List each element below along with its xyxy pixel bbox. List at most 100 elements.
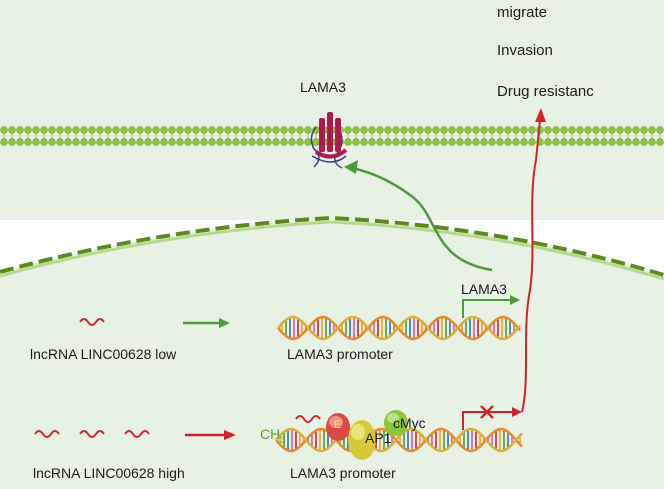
lipid-head	[256, 138, 264, 146]
lipid-head	[304, 138, 312, 146]
membrane-protein-label: LAMA3	[300, 79, 346, 95]
lipid-head	[592, 126, 600, 134]
lipid-head	[648, 138, 656, 146]
lipid-head	[224, 126, 232, 134]
lipid-head	[640, 126, 648, 134]
lipid-head	[584, 138, 592, 146]
lipid-head	[464, 126, 472, 134]
lipid-head	[576, 126, 584, 134]
lipid-head	[192, 126, 200, 134]
lipid-head	[400, 126, 408, 134]
outcome-migrate: migrate	[497, 4, 548, 21]
transcription-start-arrow	[462, 299, 512, 318]
factor-e-label: E	[334, 419, 342, 431]
lipid-head	[312, 138, 320, 146]
lipid-head	[408, 126, 416, 134]
lipid-head	[56, 126, 64, 134]
lipid-head	[128, 126, 136, 134]
dna-strand	[275, 427, 523, 453]
lipid-head	[272, 126, 280, 134]
lipid-head	[360, 126, 368, 134]
lipid-head	[136, 138, 144, 146]
lipid-head	[416, 138, 424, 146]
transcript-label: LAMA3	[461, 281, 507, 297]
lipid-head	[488, 126, 496, 134]
factor-ap1-highlight	[351, 424, 365, 440]
methyl-label: CH3	[260, 426, 285, 445]
lipid-head	[544, 138, 552, 146]
lipid-head	[152, 138, 160, 146]
lipid-head	[496, 138, 504, 146]
lipid-head	[440, 138, 448, 146]
lipid-head	[200, 138, 208, 146]
lipid-head	[632, 138, 640, 146]
lipid-head	[8, 126, 16, 134]
lipid-head	[208, 126, 216, 134]
lipid-head	[80, 138, 88, 146]
lipid-head	[200, 126, 208, 134]
lipid-head	[376, 126, 384, 134]
lipid-head	[288, 126, 296, 134]
lipid-head	[552, 126, 560, 134]
lipid-head	[304, 126, 312, 134]
lipid-head	[168, 138, 176, 146]
lipid-head	[560, 126, 568, 134]
lipid-head	[112, 138, 120, 146]
lipid-head	[440, 126, 448, 134]
lipid-head	[240, 126, 248, 134]
dna-strand	[277, 315, 521, 341]
lipid-head	[456, 126, 464, 134]
green-transport-arrowhead	[344, 160, 358, 174]
lipid-head	[168, 126, 176, 134]
red-x-icon	[480, 405, 494, 419]
lama3-protein-icon	[310, 112, 348, 169]
lipid-head	[64, 126, 72, 134]
lipid-head	[288, 138, 296, 146]
lipid-head	[352, 138, 360, 146]
transcription-start-arrowhead	[510, 295, 520, 305]
lipid-head	[152, 126, 160, 134]
lipid-head	[496, 126, 504, 134]
lipid-head	[48, 138, 56, 146]
lipid-head	[576, 138, 584, 146]
lipid-head	[632, 126, 640, 134]
lipid-head	[264, 138, 272, 146]
promoter-low-label: LAMA3 promoter	[287, 346, 393, 362]
lipid-head	[504, 126, 512, 134]
lipid-head	[64, 138, 72, 146]
lipid-head	[272, 138, 280, 146]
lipid-head	[432, 138, 440, 146]
lipid-head	[432, 126, 440, 134]
lipid-head	[32, 126, 40, 134]
lipid-head	[384, 126, 392, 134]
lipid-head	[88, 138, 96, 146]
lipid-head	[104, 126, 112, 134]
dna-helix-icon	[277, 315, 521, 341]
lipid-head	[648, 126, 656, 134]
factor-e-highlight	[329, 416, 343, 428]
lipid-head	[232, 138, 240, 146]
lipid-head	[616, 138, 624, 146]
lipid-head	[120, 138, 128, 146]
lipid-head	[448, 126, 456, 134]
lipid-head	[232, 126, 240, 134]
lipid-head	[480, 126, 488, 134]
dna-strand	[277, 315, 521, 341]
lipid-head	[600, 138, 608, 146]
lipid-head	[216, 126, 224, 134]
lipid-head	[520, 126, 528, 134]
outcome-drug-resistance: Drug resistanc	[497, 83, 594, 100]
promoter-high-label: LAMA3 promoter	[290, 465, 396, 481]
red-outcome-arrow	[521, 119, 541, 413]
nuclear-envelope	[0, 215, 664, 277]
lncrna-high-label: lncRNA LINC00628 high	[33, 465, 185, 481]
lipid-head	[144, 138, 152, 146]
lipid-head	[56, 138, 64, 146]
lipid-head	[184, 138, 192, 146]
lipid-head	[8, 138, 16, 146]
lipid-head	[424, 126, 432, 134]
lipid-head	[464, 138, 472, 146]
lipid-head	[72, 126, 80, 134]
lipid-head	[600, 126, 608, 134]
